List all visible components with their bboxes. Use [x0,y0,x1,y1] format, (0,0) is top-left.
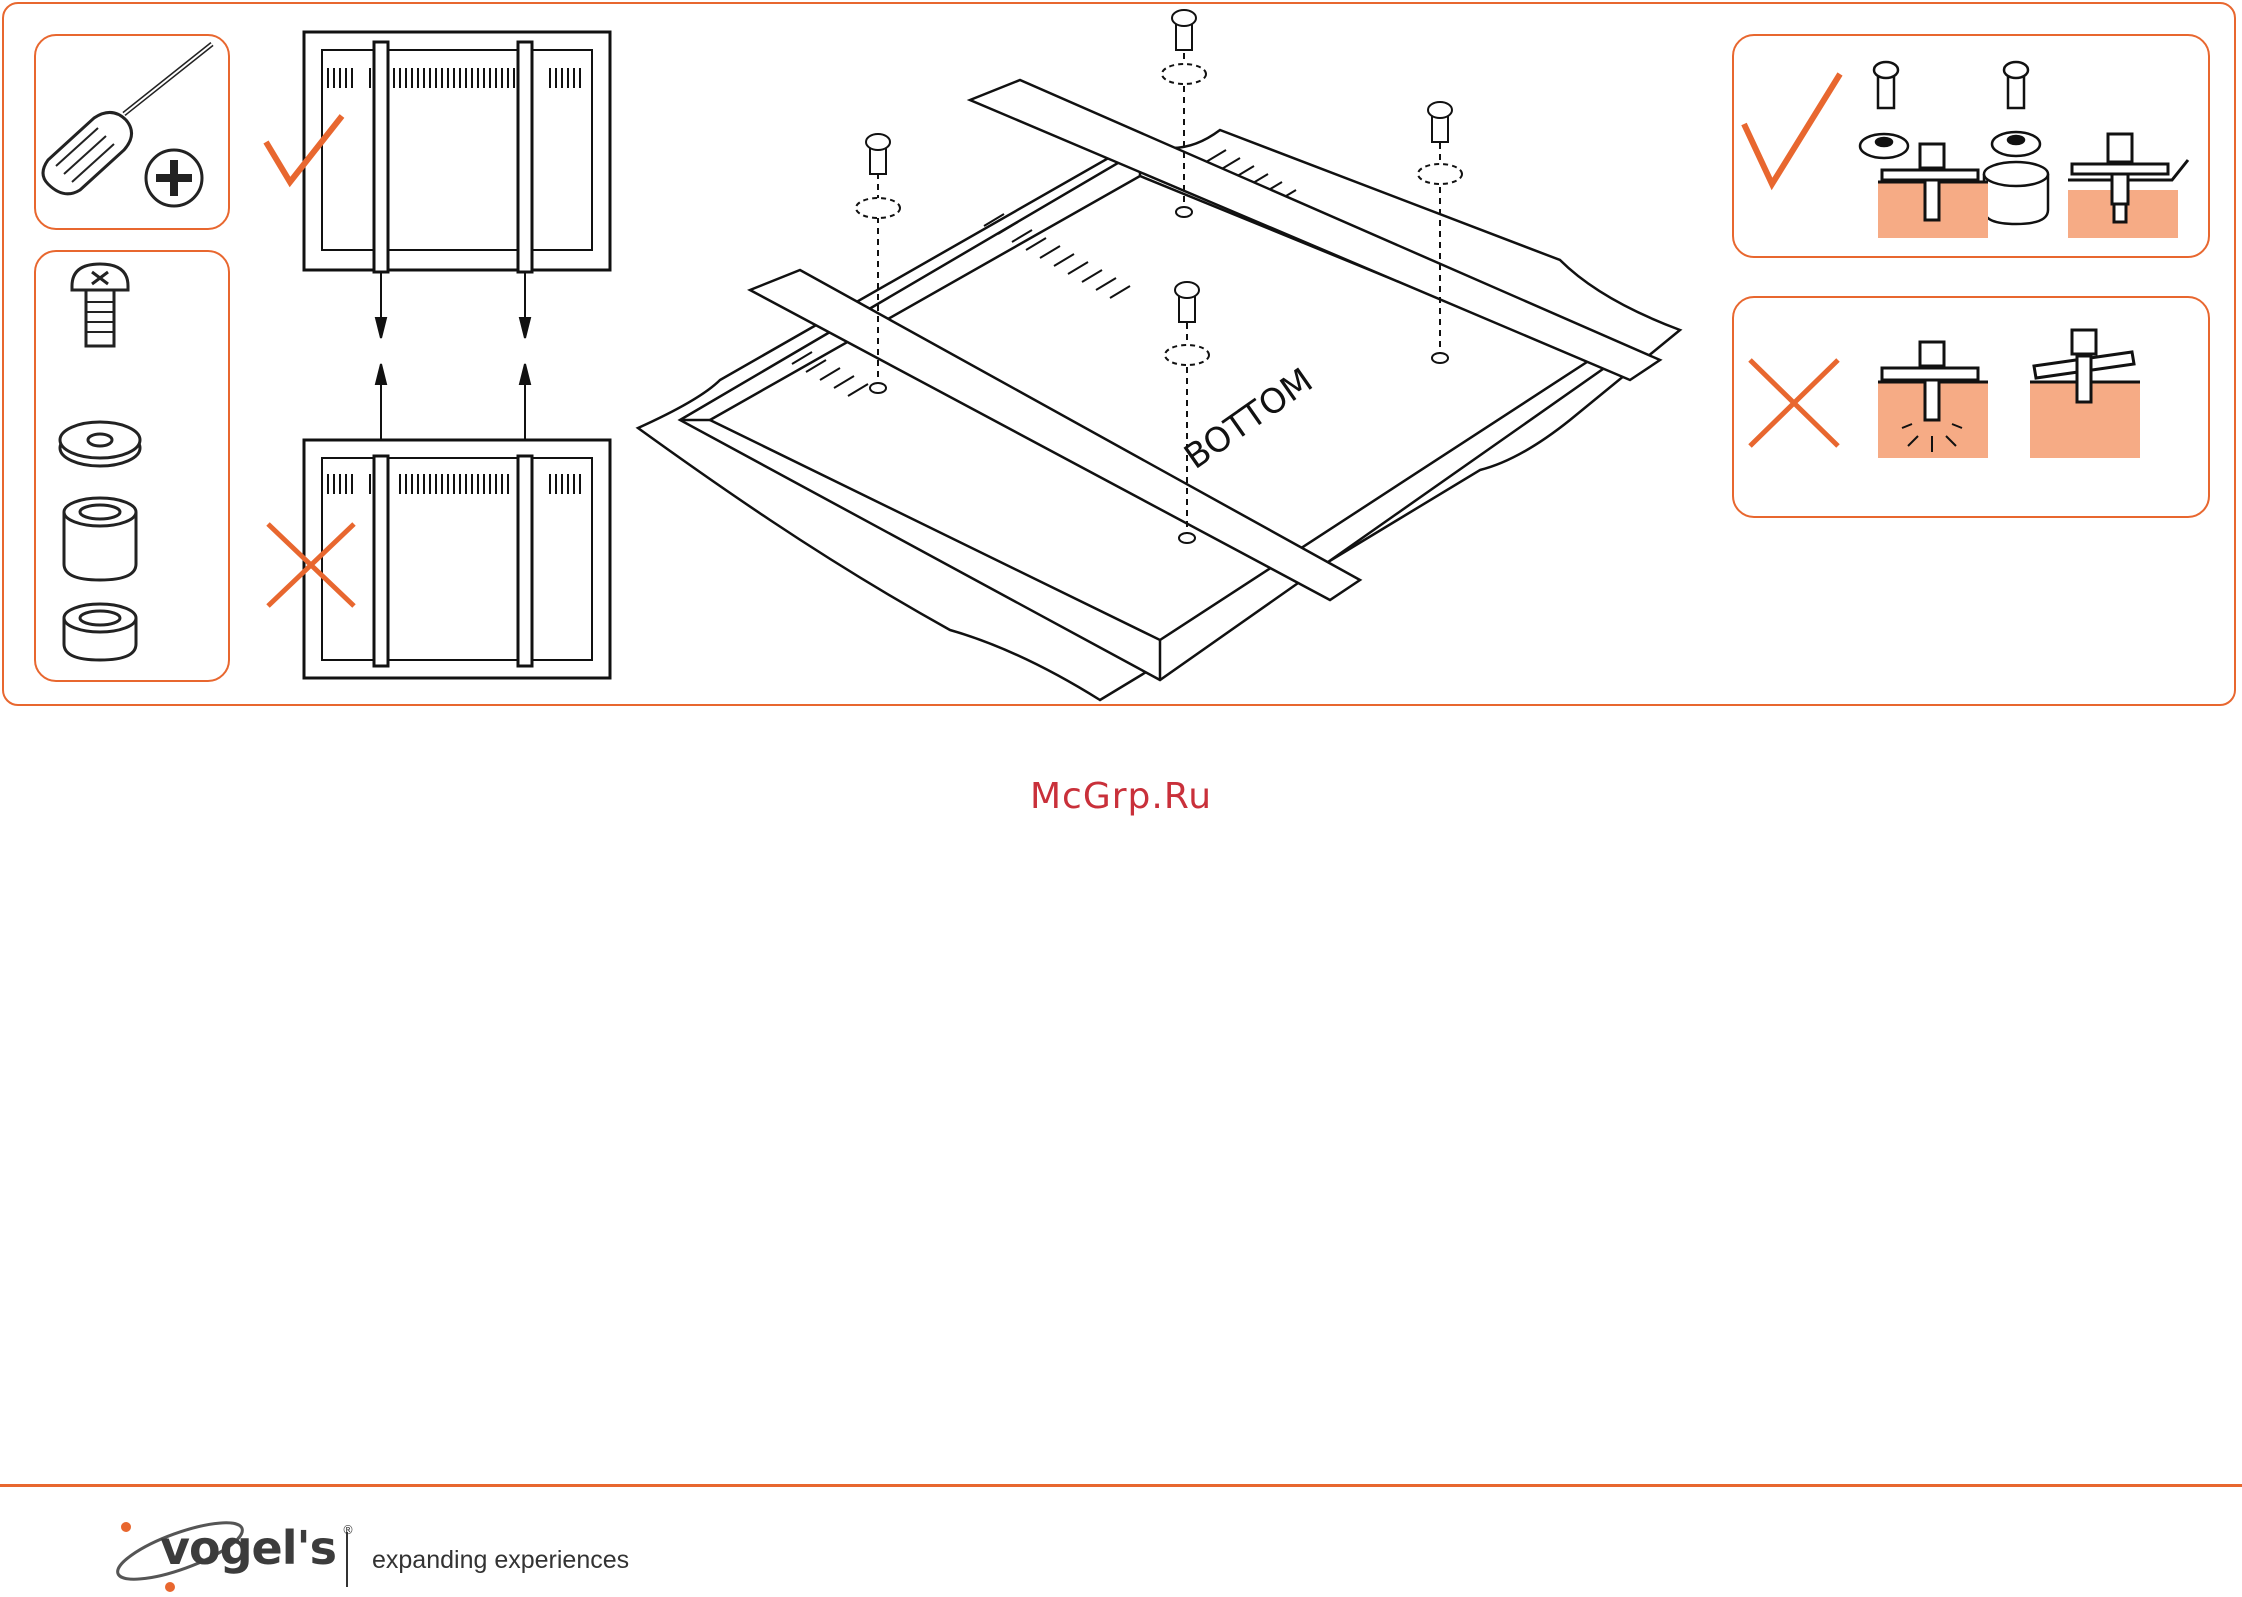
incorrect-tightening-diagram [1732,296,2210,518]
spacer-long-icon [58,494,148,584]
watermark-text: McGrp.Ru [0,776,2242,817]
cross-mark-icon [262,520,358,610]
screwdriver-icon [34,34,230,230]
brand-tagline: expanding experiences [372,1546,629,1575]
washer-icon [56,410,146,470]
spacer-short-icon [58,600,148,670]
vogels-logo: vogel's ® [110,1515,340,1595]
logo-wordmark: vogel's [160,1521,336,1575]
cross-mark-icon-2 [1750,360,1838,446]
check-mark-icon [262,112,346,188]
footer-rule [0,1484,2242,1487]
correct-orientation-diagram [300,28,620,348]
tv-mounting-diagram: BOTTOM [620,0,1710,710]
bolt-icon [60,258,180,358]
check-mark-icon-2 [1744,74,1840,184]
logo-divider [346,1532,348,1587]
logo-registered: ® [342,1523,354,1537]
correct-tightening-diagram [1732,34,2210,258]
